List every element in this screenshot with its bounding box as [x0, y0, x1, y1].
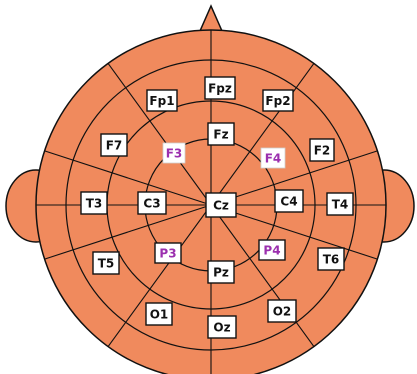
electrode-box: [260, 147, 286, 169]
electrode-f4: F4: [260, 147, 286, 169]
electrode-box: [207, 122, 235, 146]
electrode-box: [326, 192, 354, 216]
electrode-box: [80, 191, 108, 215]
electrode-label: F3: [166, 147, 183, 161]
electrode-c3: C3: [137, 191, 167, 215]
nose: [198, 4, 224, 32]
electrode-label: Fpz: [208, 82, 232, 96]
radial-line: [210, 63, 315, 206]
electrode-box: [309, 138, 335, 162]
radial-line: [107, 204, 212, 347]
electrode-f2: F2: [309, 138, 335, 162]
electrode-box: [162, 142, 186, 164]
electrode-fp1: Fp1: [146, 89, 178, 112]
electrode-box: [317, 247, 345, 271]
electrode-label: Oz: [213, 321, 230, 335]
electrode-o1: O1: [145, 302, 173, 326]
electrode-t5: T5: [92, 251, 120, 275]
electrode-label: P4: [263, 244, 280, 258]
electrode-t4: T4: [326, 192, 354, 216]
radial-line: [44, 150, 212, 206]
electrode-fp2: Fp2: [262, 89, 294, 112]
electrode-box: [262, 89, 294, 112]
electrode-box: [154, 242, 182, 264]
electrode-box: [207, 315, 237, 339]
electrode-p3: P3: [154, 242, 182, 264]
electrode-label: Fp2: [265, 94, 290, 108]
electrode-label: T3: [86, 197, 103, 211]
electrode-label: F7: [106, 139, 123, 153]
electrode-t6: T6: [317, 247, 345, 271]
electrode-box: [207, 260, 235, 284]
radial-lines: [36, 30, 386, 374]
electrode-label: O2: [273, 305, 292, 319]
radial-line: [210, 204, 315, 347]
electrode-box: [258, 239, 286, 261]
electrode-fz: Fz: [207, 122, 235, 146]
electrode-c4: C4: [274, 189, 304, 213]
electrode-label: F4: [265, 152, 282, 166]
radial-line: [44, 204, 212, 260]
electrode-label: T4: [332, 198, 349, 212]
electrode-fpz: Fpz: [204, 76, 236, 100]
electrode-f3: F3: [162, 142, 186, 164]
electrode-pz: Pz: [207, 260, 235, 284]
electrode-label: P3: [159, 247, 176, 261]
electrode-box: [204, 76, 236, 100]
electrode-box: [205, 192, 237, 218]
electrode-label: C4: [280, 195, 297, 209]
radial-line: [210, 150, 378, 206]
electrode-box: [145, 302, 173, 326]
radial-line: [107, 63, 212, 206]
electrode-oz: Oz: [207, 315, 237, 339]
electrode-label: T6: [323, 253, 340, 267]
electrode-label: Pz: [213, 266, 229, 280]
electrode-box: [137, 191, 167, 215]
electrode-label: Fp1: [149, 94, 174, 108]
radial-line: [210, 204, 378, 260]
electrode-box: [92, 251, 120, 275]
electrode-label: Cz: [213, 199, 229, 213]
electrode-cz: Cz: [205, 192, 237, 218]
electrode-box: [274, 189, 304, 213]
electrode-box: [146, 89, 178, 112]
electrode-f7: F7: [100, 133, 128, 157]
electrode-t3: T3: [80, 191, 108, 215]
electrode-box: [267, 299, 297, 323]
electrode-label: Fz: [213, 128, 228, 142]
electrode-label: C3: [143, 197, 160, 211]
electrode-box: [100, 133, 128, 157]
electrode-label: T5: [98, 257, 115, 271]
electrode-o2: O2: [267, 299, 297, 323]
electrode-p4: P4: [258, 239, 286, 261]
electrode-label: O1: [150, 308, 169, 322]
electrode-label: F2: [314, 144, 331, 158]
